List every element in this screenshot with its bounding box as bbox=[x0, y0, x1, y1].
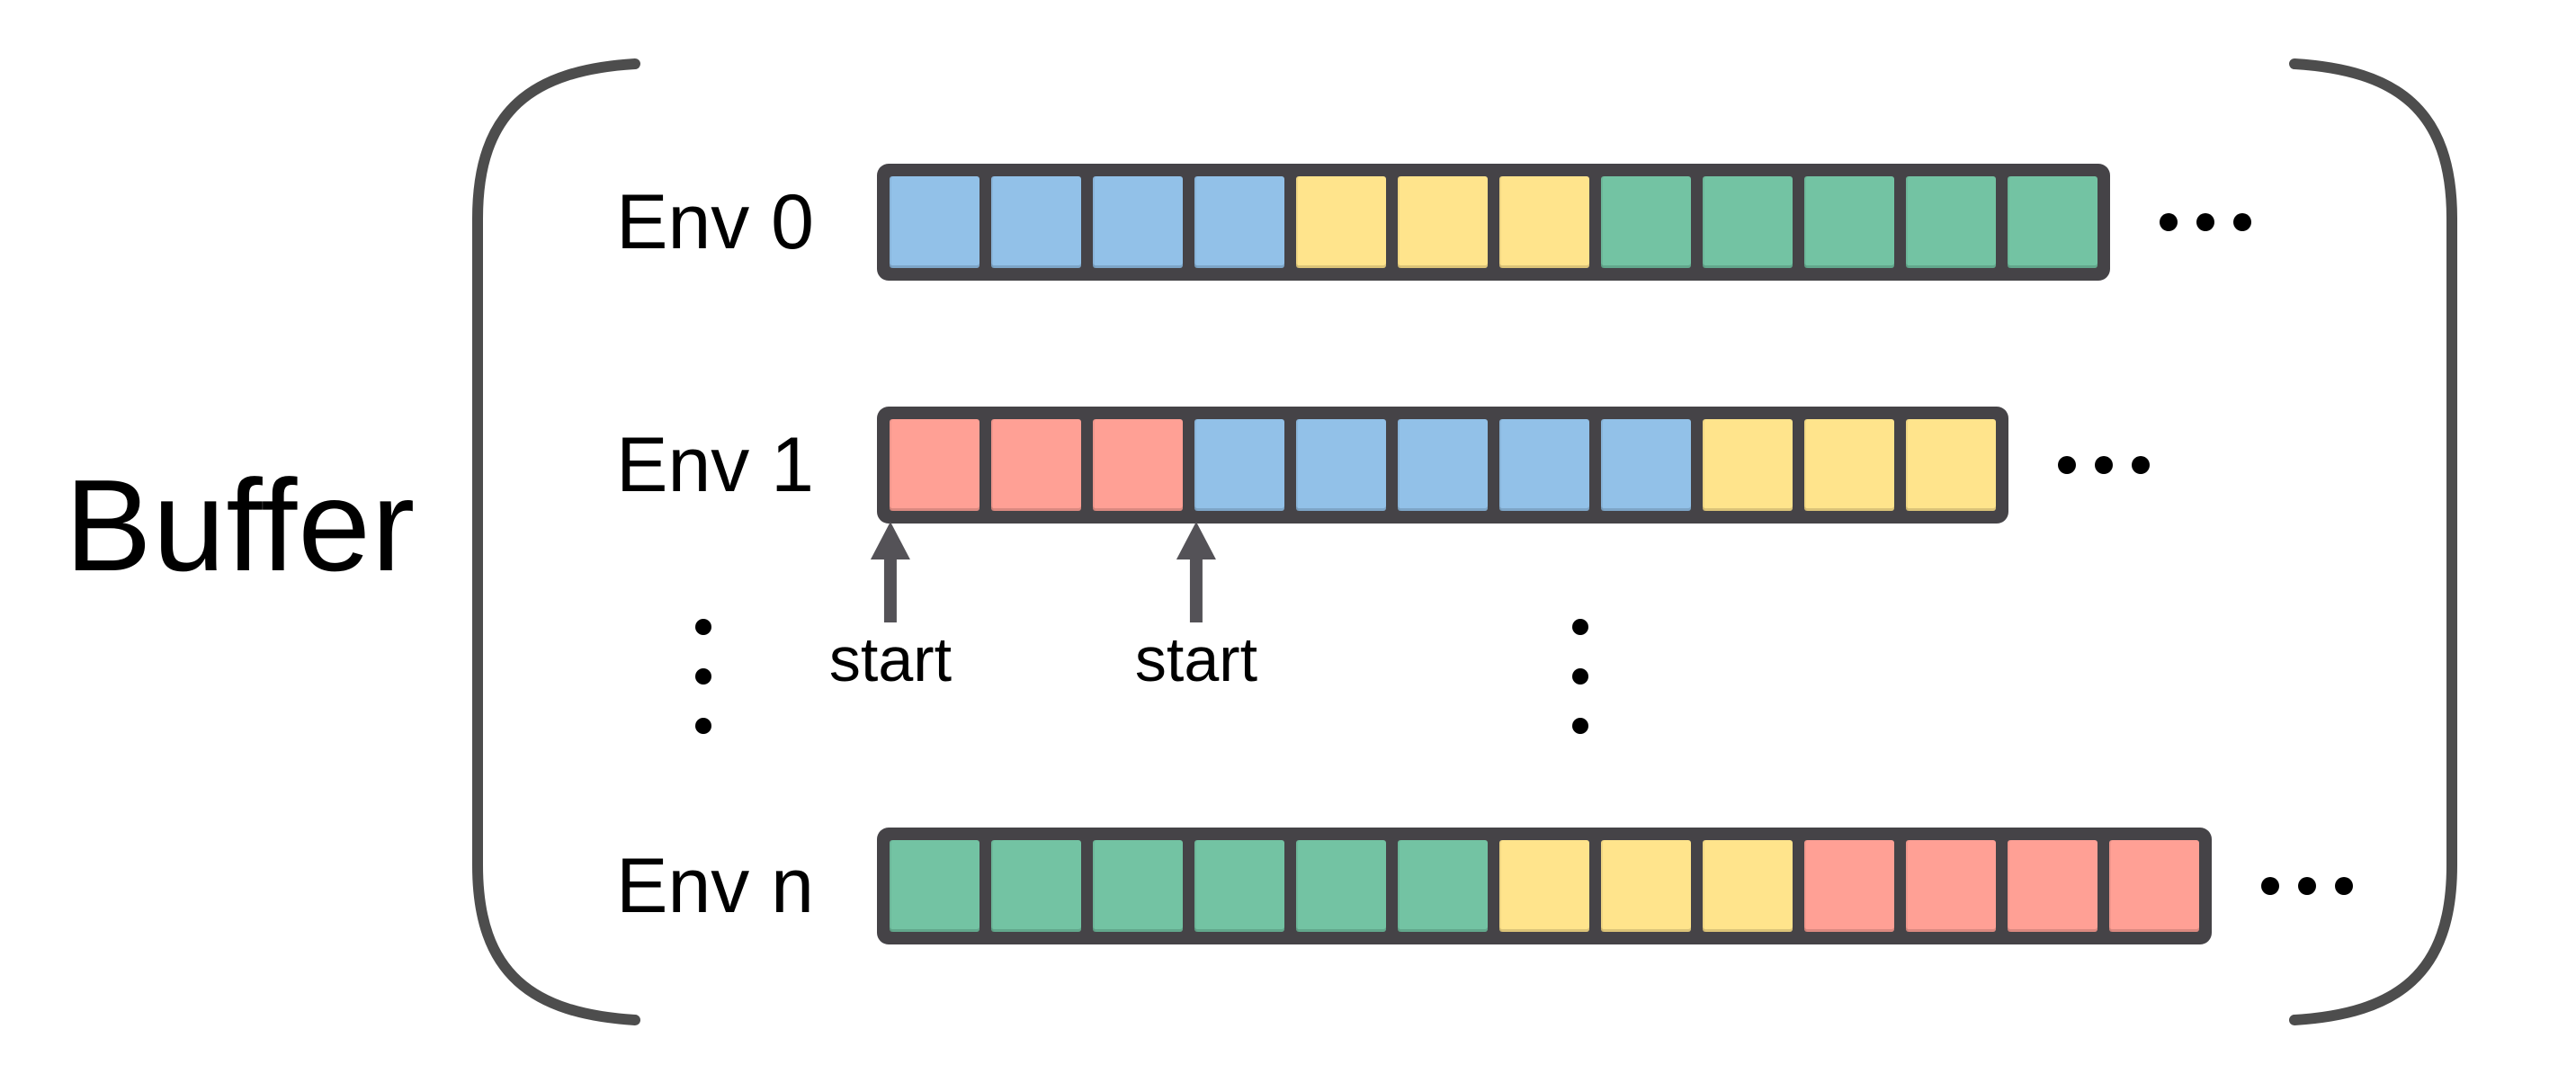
buffer-cell-blue bbox=[1093, 176, 1183, 268]
dot-icon bbox=[2095, 456, 2113, 474]
vertical-ellipsis-icon-left bbox=[695, 619, 711, 734]
dot-icon bbox=[1572, 619, 1588, 635]
buffer-title: Buffer bbox=[65, 452, 416, 598]
buffer-cell-red bbox=[1906, 840, 1996, 932]
env-1-ellipsis-icon bbox=[2058, 456, 2150, 474]
buffer-cell-green bbox=[2008, 176, 2097, 268]
buffer-cell-red bbox=[2109, 840, 2199, 932]
dot-icon bbox=[2132, 456, 2150, 474]
buffer-cell-yellow bbox=[1601, 840, 1691, 932]
env-0-cells bbox=[877, 164, 2110, 281]
up-arrow-icon bbox=[1176, 522, 1216, 622]
env-n-cells bbox=[877, 828, 2212, 944]
env-row-0: Env 0 bbox=[0, 164, 2251, 281]
buffer-cell-red bbox=[1804, 840, 1894, 932]
buffer-cell-yellow bbox=[1804, 419, 1894, 511]
buffer-cell-green bbox=[1296, 840, 1386, 932]
buffer-cell-blue bbox=[890, 176, 979, 268]
env-row-1: Env 1 bbox=[0, 407, 2150, 524]
dot-icon bbox=[695, 619, 711, 635]
env-n-ellipsis-icon bbox=[2261, 877, 2353, 895]
dot-icon bbox=[2298, 877, 2316, 895]
dot-icon bbox=[695, 668, 711, 685]
dot-icon bbox=[2261, 877, 2279, 895]
dot-icon bbox=[1572, 668, 1588, 685]
buffer-cell-yellow bbox=[1296, 176, 1386, 268]
vertical-ellipsis-icon-right bbox=[1572, 619, 1588, 734]
env-n-label: Env n bbox=[616, 843, 814, 929]
buffer-cell-green bbox=[890, 840, 979, 932]
buffer-cell-green bbox=[1906, 176, 1996, 268]
buffer-cell-green bbox=[1093, 840, 1183, 932]
buffer-cell-green bbox=[1601, 176, 1691, 268]
dot-icon bbox=[2233, 213, 2251, 231]
buffer-cell-yellow bbox=[1703, 840, 1793, 932]
buffer-cell-green bbox=[1194, 840, 1284, 932]
buffer-cell-blue bbox=[1499, 419, 1589, 511]
dot-icon bbox=[2335, 877, 2353, 895]
env-row-n: Env n bbox=[0, 828, 2353, 944]
buffer-cell-blue bbox=[1194, 419, 1284, 511]
buffer-cell-yellow bbox=[1398, 176, 1488, 268]
buffer-cell-blue bbox=[991, 176, 1081, 268]
buffer-cell-green bbox=[1804, 176, 1894, 268]
buffer-cell-red bbox=[2008, 840, 2097, 932]
start-label: start bbox=[1134, 624, 1258, 694]
env-1-cells bbox=[877, 407, 2008, 524]
dot-icon bbox=[2196, 213, 2214, 231]
buffer-cell-yellow bbox=[1906, 419, 1996, 511]
buffer-cell-yellow bbox=[1499, 840, 1589, 932]
buffer-cell-green bbox=[991, 840, 1081, 932]
right-bracket-icon bbox=[2289, 58, 2457, 1025]
buffer-cell-yellow bbox=[1703, 419, 1793, 511]
start-marker-0: start bbox=[829, 522, 952, 691]
dot-icon bbox=[695, 718, 711, 734]
buffer-cell-blue bbox=[1398, 419, 1488, 511]
buffer-cell-green bbox=[1703, 176, 1793, 268]
buffer-cell-blue bbox=[1194, 176, 1284, 268]
up-arrow-icon bbox=[870, 522, 910, 622]
buffer-cell-red bbox=[991, 419, 1081, 511]
env-0-ellipsis-icon bbox=[2160, 213, 2251, 231]
start-marker-1: start bbox=[1135, 522, 1257, 691]
dot-icon bbox=[2058, 456, 2076, 474]
buffer-cell-red bbox=[1093, 419, 1183, 511]
dot-icon bbox=[1572, 718, 1588, 734]
left-bracket-icon bbox=[472, 58, 640, 1025]
env-0-label: Env 0 bbox=[616, 179, 814, 265]
buffer-cell-blue bbox=[1296, 419, 1386, 511]
env-1-label: Env 1 bbox=[616, 422, 814, 508]
start-label: start bbox=[828, 624, 953, 694]
buffer-cell-yellow bbox=[1499, 176, 1589, 268]
buffer-cell-blue bbox=[1601, 419, 1691, 511]
buffer-cell-green bbox=[1398, 840, 1488, 932]
buffer-cell-red bbox=[890, 419, 979, 511]
dot-icon bbox=[2160, 213, 2178, 231]
